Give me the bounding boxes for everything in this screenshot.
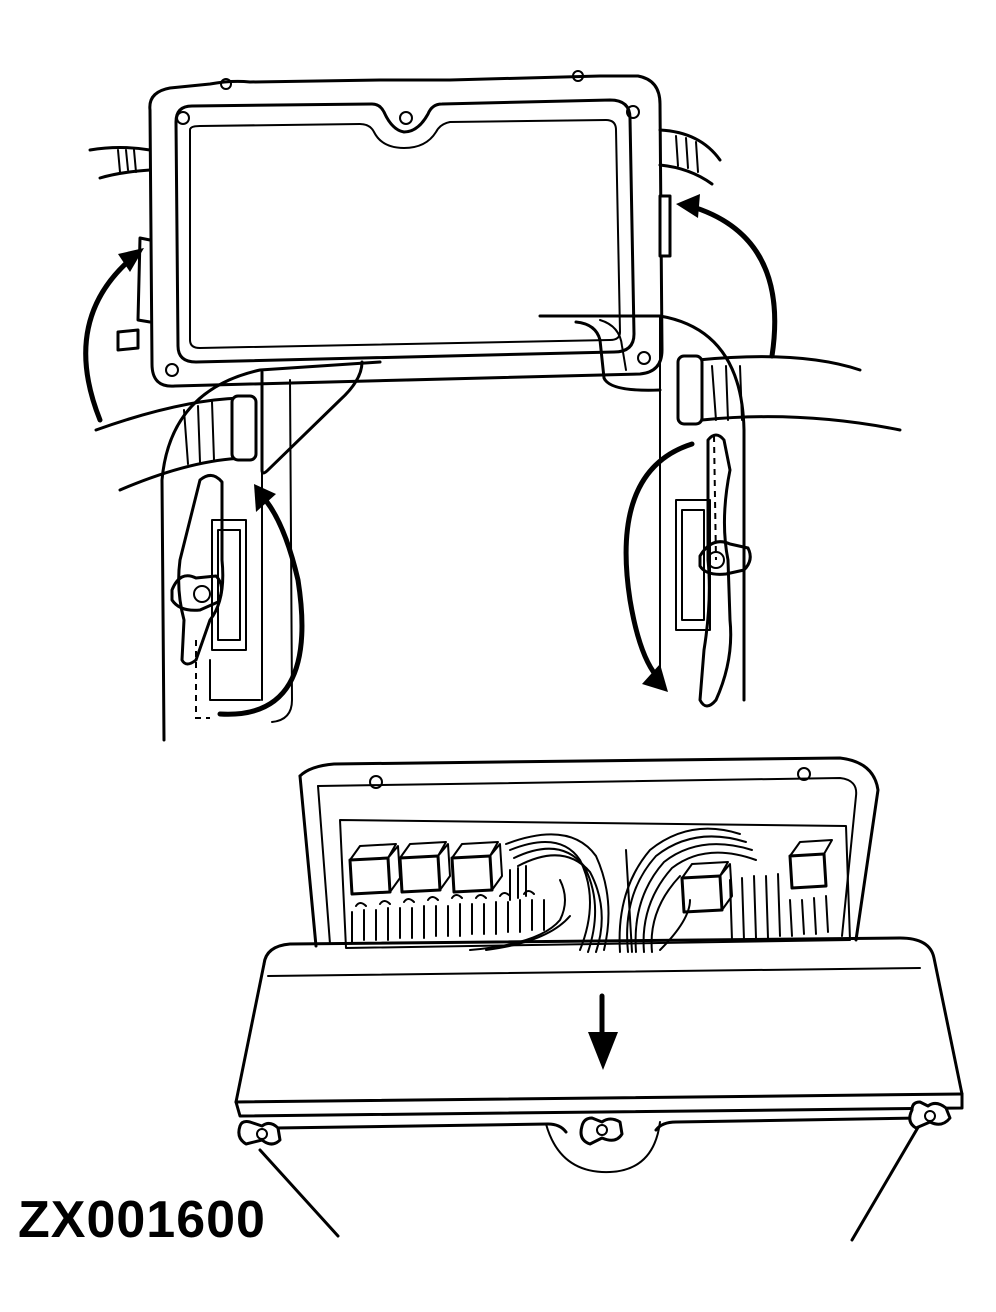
open-control-box bbox=[234, 756, 964, 1242]
wire-harness bbox=[469, 827, 757, 953]
wing-nut-right bbox=[908, 1100, 952, 1130]
cover-lid bbox=[88, 70, 722, 388]
rotate-arrows-top bbox=[83, 194, 778, 423]
wing-nut-center bbox=[579, 1116, 624, 1146]
figure-code-label: ZX001600 bbox=[18, 1191, 266, 1249]
fuse-rows bbox=[351, 865, 829, 943]
left-latch-detail bbox=[94, 360, 382, 742]
down-arrow bbox=[588, 993, 618, 1070]
right-latch-detail bbox=[538, 314, 902, 708]
wing-nut-left bbox=[237, 1120, 282, 1146]
relay-blocks bbox=[348, 839, 833, 914]
